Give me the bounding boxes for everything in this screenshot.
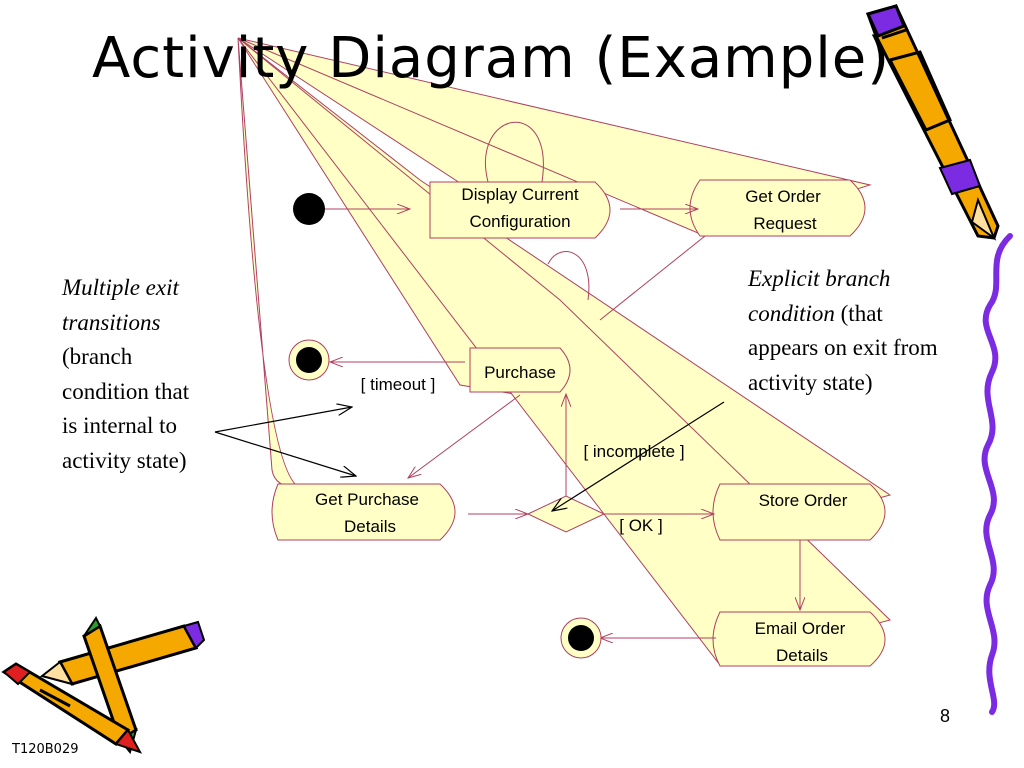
state-email-order-details (712, 611, 886, 667)
label-email-line1: Email Order (755, 619, 846, 638)
activity-states (271, 179, 886, 667)
label-details-line2: Details (344, 517, 396, 536)
guard-timeout: [ timeout ] (361, 375, 436, 394)
state-store-order (712, 483, 886, 541)
self-loop-display-config (485, 121, 544, 183)
footer-course-id: T120B029 (12, 742, 79, 757)
guard-incomplete: [ incomplete ] (583, 442, 684, 461)
annotation-arrow-to-branch (552, 401, 725, 511)
page-number: 8 (940, 706, 951, 726)
self-loop-purchase (547, 251, 590, 301)
annotation-arrow-to-timeout (214, 407, 352, 433)
pencil-icon (865, 4, 1000, 241)
state-get-order-request (689, 179, 866, 237)
pencils-icon (1, 616, 206, 755)
note-multiple-exit-italic: Multiple exit transitions (62, 275, 179, 335)
note-explicit-branch-rest: (that appears on exit from activity stat… (748, 300, 938, 395)
label-details-line1: Get Purchase (315, 490, 419, 509)
state-display-current-configuration (429, 181, 611, 239)
note-explicit-branch-italic: Explicit branch condition (748, 266, 891, 326)
state-get-purchase-details (271, 483, 456, 541)
label-store-order: Store Order (759, 491, 848, 510)
initial-node (293, 193, 325, 225)
transition-order-to-purchase (599, 235, 706, 321)
note-multiple-exit-transitions: Multiple exit transitions (branch condit… (62, 271, 197, 478)
note-explicit-branch-condition: Explicit branch condition (that appears … (748, 262, 948, 400)
final-node-complete (560, 617, 602, 659)
label-order-line1: Get Order (745, 187, 821, 206)
note-multiple-exit-rest: (branch condition that is internal to ac… (62, 344, 190, 473)
self-loops (485, 121, 590, 301)
annotation-arrows (214, 401, 725, 511)
branch-diamond (526, 495, 606, 533)
label-order-line2: Request (753, 214, 817, 233)
label-display-line1: Display Current (461, 185, 578, 204)
label-purchase: Purchase (484, 363, 556, 382)
slide-title: Activity Diagram (Example) (92, 26, 891, 91)
label-display-line2: Configuration (469, 212, 570, 231)
transitions (325, 209, 800, 638)
label-email-line2: Details (776, 646, 828, 665)
guard-ok: [ OK ] (619, 516, 662, 535)
squiggle-decoration (981, 233, 1013, 715)
final-node-timeout (288, 339, 330, 381)
transition-purchase-to-details (408, 394, 521, 478)
annotation-arrow-to-details (214, 431, 356, 476)
state-purchase (469, 347, 571, 393)
